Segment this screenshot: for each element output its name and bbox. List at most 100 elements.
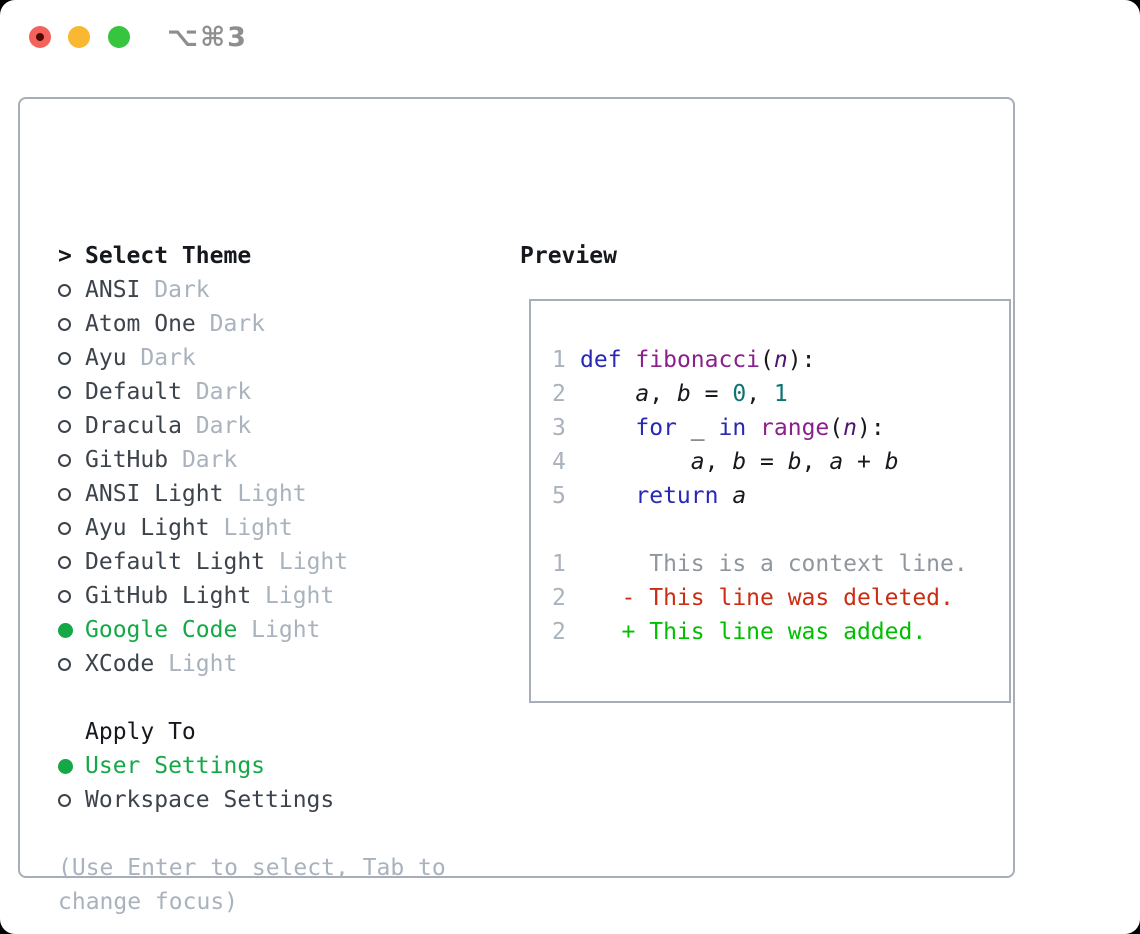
- diff-text-added: + This line was added.: [580, 619, 927, 645]
- theme-name: Atom One: [85, 311, 210, 337]
- theme-variant: Light: [237, 481, 307, 507]
- minimize-button[interactable]: [68, 26, 90, 48]
- apply-to-option[interactable]: User Settings: [58, 749, 446, 783]
- theme-option[interactable]: Default Light Light: [58, 545, 446, 579]
- theme-option[interactable]: ANSI Light Light: [58, 477, 446, 511]
- code-line: 3 for _ in range(n):: [552, 411, 1009, 445]
- code-token-nm: 1: [773, 381, 788, 407]
- code-token-kw: for: [635, 415, 677, 441]
- code-line: 4 a, b = b, a + b: [552, 445, 1009, 479]
- diff-line-added: 2 + This line was added.: [552, 615, 1009, 649]
- radio-icon: [58, 555, 85, 569]
- theme-name: Default: [85, 379, 196, 405]
- preview-title: Preview: [520, 243, 617, 269]
- diff-line-deleted: 2 - This line was deleted.: [552, 581, 1009, 615]
- blank-line: [552, 513, 1009, 547]
- title-bar: ⌥⌘3: [0, 0, 1140, 74]
- zoom-button[interactable]: [108, 26, 130, 48]
- code-token-pl: ,: [746, 381, 774, 407]
- code-token-pl: [622, 347, 636, 373]
- theme-variant: Dark: [181, 447, 238, 473]
- window-shortcut-label: ⌥⌘3: [167, 22, 248, 53]
- radio-icon: [58, 793, 85, 807]
- close-button[interactable]: [29, 26, 51, 48]
- radio-icon: [58, 283, 85, 297]
- theme-list-header: > Select Theme: [58, 239, 446, 273]
- code-token-pr: n: [773, 347, 788, 373]
- code-token-pl: ,: [649, 381, 677, 407]
- theme-option[interactable]: Google Code Light: [58, 613, 446, 647]
- theme-variant: Light: [278, 549, 349, 575]
- focus-prompt-icon: >: [58, 243, 72, 269]
- theme-name: Google Code: [85, 617, 252, 643]
- theme-option[interactable]: GitHub Dark: [58, 443, 446, 477]
- line-number: 1: [552, 551, 566, 577]
- code-token-kw: in: [718, 415, 747, 441]
- theme-name: Default Light: [85, 549, 279, 575]
- code-token-pl: =: [690, 381, 733, 407]
- theme-selector-column: > Select Theme ANSI Dark Atom One Dark A…: [58, 239, 446, 919]
- theme-option[interactable]: Atom One Dark: [58, 307, 446, 341]
- theme-option[interactable]: GitHub Light Light: [58, 579, 446, 613]
- line-number: 2: [552, 381, 566, 407]
- code-token-pl: (: [760, 347, 774, 373]
- theme-name: GitHub Light: [85, 583, 266, 609]
- line-number: 4: [552, 449, 566, 475]
- line-number: 1: [552, 347, 566, 373]
- radio-icon: [58, 351, 85, 365]
- theme-name: ANSI: [85, 277, 155, 303]
- theme-name: Ayu: [85, 345, 141, 371]
- code-line: 5 return a: [552, 479, 1009, 513]
- apply-to-option[interactable]: Workspace Settings: [58, 783, 446, 817]
- theme-variant: Light: [265, 583, 335, 609]
- radio-icon: [58, 317, 85, 331]
- theme-option[interactable]: Dracula Dark: [58, 409, 446, 443]
- theme-option[interactable]: Ayu Light Light: [58, 511, 446, 545]
- code-token-nm: 0: [732, 381, 747, 407]
- theme-name: XCode: [85, 651, 169, 677]
- radio-icon: [58, 657, 85, 671]
- theme-variant: Light: [251, 617, 321, 643]
- theme-option[interactable]: Default Dark: [58, 375, 446, 409]
- code-token-pl: =: [746, 449, 788, 475]
- code-token-vr: a: [635, 381, 650, 407]
- code-line: 2 a, b = 0, 1: [552, 377, 1009, 411]
- theme-option[interactable]: Ayu Dark: [58, 341, 446, 375]
- line-number: 2: [552, 585, 566, 611]
- line-number: 3: [552, 415, 566, 441]
- theme-name: Ayu Light: [85, 515, 224, 541]
- theme-variant: Dark: [195, 413, 252, 439]
- radio-icon: [58, 758, 85, 774]
- line-number: 2: [552, 619, 566, 645]
- code-token-pl: ,: [801, 449, 830, 475]
- help-text-line2: change focus): [58, 889, 239, 915]
- code-token-pl: [580, 449, 691, 475]
- code-token-pl: ):: [857, 415, 885, 441]
- theme-option[interactable]: ANSI Dark: [58, 273, 446, 307]
- radio-icon: [58, 521, 85, 535]
- main-panel: > Select Theme ANSI Dark Atom One Dark A…: [18, 97, 1015, 915]
- radio-icon: [58, 589, 85, 603]
- theme-name: Dracula: [85, 413, 196, 439]
- theme-option[interactable]: XCode Light: [58, 647, 446, 681]
- code-token-pl: (: [829, 415, 844, 441]
- radio-icon: [58, 385, 85, 399]
- code-token-pl: [580, 483, 635, 509]
- diff-text-deleted: - This line was deleted.: [580, 585, 954, 611]
- code-token-pl: [580, 381, 635, 407]
- radio-icon: [58, 487, 85, 501]
- code-token-fn: fibonacci: [635, 347, 761, 373]
- apply-to-label: User Settings: [85, 753, 266, 779]
- theme-list: ANSI Dark Atom One Dark Ayu Dark Default…: [58, 273, 446, 681]
- theme-variant: Dark: [195, 379, 252, 405]
- theme-name: ANSI Light: [85, 481, 238, 507]
- spacer: [58, 817, 446, 851]
- code-token-vr: b: [787, 449, 802, 475]
- code-token-pl: [580, 415, 635, 441]
- code-token-pl: _: [676, 415, 719, 441]
- code-token-vr: b: [884, 449, 899, 475]
